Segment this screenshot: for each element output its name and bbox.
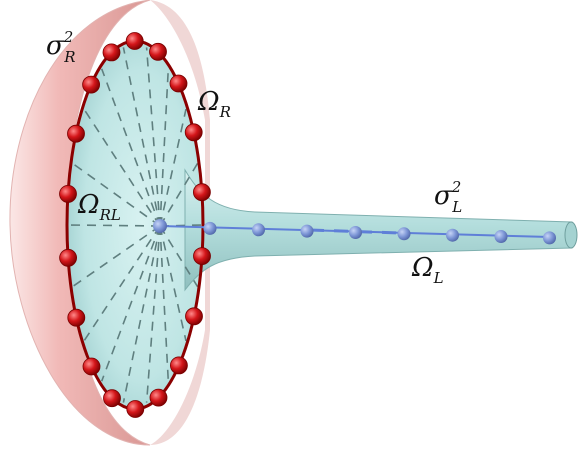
hub-node bbox=[153, 219, 167, 233]
spoke bbox=[122, 47, 161, 227]
spoke bbox=[159, 225, 187, 342]
rim-node bbox=[82, 357, 101, 376]
rim-node bbox=[102, 43, 121, 62]
rim-node bbox=[185, 307, 203, 326]
label-omega-r-sub: R bbox=[219, 103, 231, 121]
tube-node bbox=[300, 224, 314, 238]
spoke bbox=[83, 108, 161, 227]
rim-node bbox=[169, 74, 188, 93]
spoke bbox=[159, 108, 187, 227]
label-omega-rl-base: Ω bbox=[77, 190, 100, 220]
rim-node bbox=[125, 32, 144, 50]
rim-nodes bbox=[59, 32, 211, 418]
rim-node bbox=[67, 124, 85, 143]
rim-node bbox=[82, 75, 100, 94]
label-omega-l: ΩL bbox=[411, 253, 444, 287]
spoke bbox=[159, 225, 170, 382]
tube-centerline-dash bbox=[309, 228, 401, 235]
tube-node bbox=[397, 227, 411, 241]
label-omega-rl-sub: RL bbox=[99, 206, 121, 224]
spoke bbox=[100, 225, 161, 382]
rim-node bbox=[184, 123, 203, 142]
rim-node bbox=[192, 183, 211, 202]
rim-node bbox=[126, 400, 145, 418]
rim-node bbox=[103, 389, 121, 408]
label-omega-r-base: Ω bbox=[197, 87, 220, 117]
tube-node bbox=[349, 226, 362, 239]
rim-node bbox=[67, 308, 86, 327]
bowl-inner-disk bbox=[67, 41, 203, 409]
rim-node bbox=[149, 388, 168, 407]
label-omega-l-sub: L bbox=[433, 269, 444, 287]
tube-node bbox=[203, 221, 217, 235]
spoke bbox=[71, 162, 161, 227]
rim-node bbox=[169, 356, 188, 375]
spoke bbox=[71, 225, 161, 288]
spoke bbox=[100, 68, 161, 227]
rim-node bbox=[193, 247, 211, 266]
label-sigma-l-base: σ bbox=[434, 181, 453, 211]
label-sigma-r-base: σ bbox=[46, 31, 65, 61]
spoke bbox=[145, 47, 161, 227]
label-omega-r: ΩR bbox=[197, 87, 231, 121]
tube-surface bbox=[184, 168, 573, 292]
dashed-spokes bbox=[68, 47, 202, 403]
spoke bbox=[145, 225, 161, 403]
spoke bbox=[159, 225, 199, 288]
tube-end bbox=[564, 221, 578, 249]
rim-node bbox=[149, 42, 167, 61]
label-sigma-l-sup: 2 bbox=[451, 178, 462, 196]
spoke bbox=[83, 225, 161, 342]
label-sigma-r-sub: R bbox=[63, 48, 75, 66]
tube-nodes bbox=[153, 219, 556, 245]
label-omega-l-base: Ω bbox=[411, 253, 434, 283]
spoke bbox=[159, 162, 199, 227]
tube-node bbox=[446, 228, 459, 242]
rim-node bbox=[59, 184, 77, 203]
label-omega-rl: ΩRL bbox=[77, 190, 121, 224]
rim-node bbox=[59, 248, 77, 267]
label-sigma-l-sub: L bbox=[451, 198, 462, 216]
tube-node bbox=[252, 223, 265, 237]
tube-node bbox=[543, 231, 556, 245]
label-sigma-r-sup: 2 bbox=[63, 28, 74, 46]
spoke bbox=[159, 68, 170, 227]
spoke bbox=[122, 225, 161, 403]
tube-node bbox=[494, 230, 508, 243]
